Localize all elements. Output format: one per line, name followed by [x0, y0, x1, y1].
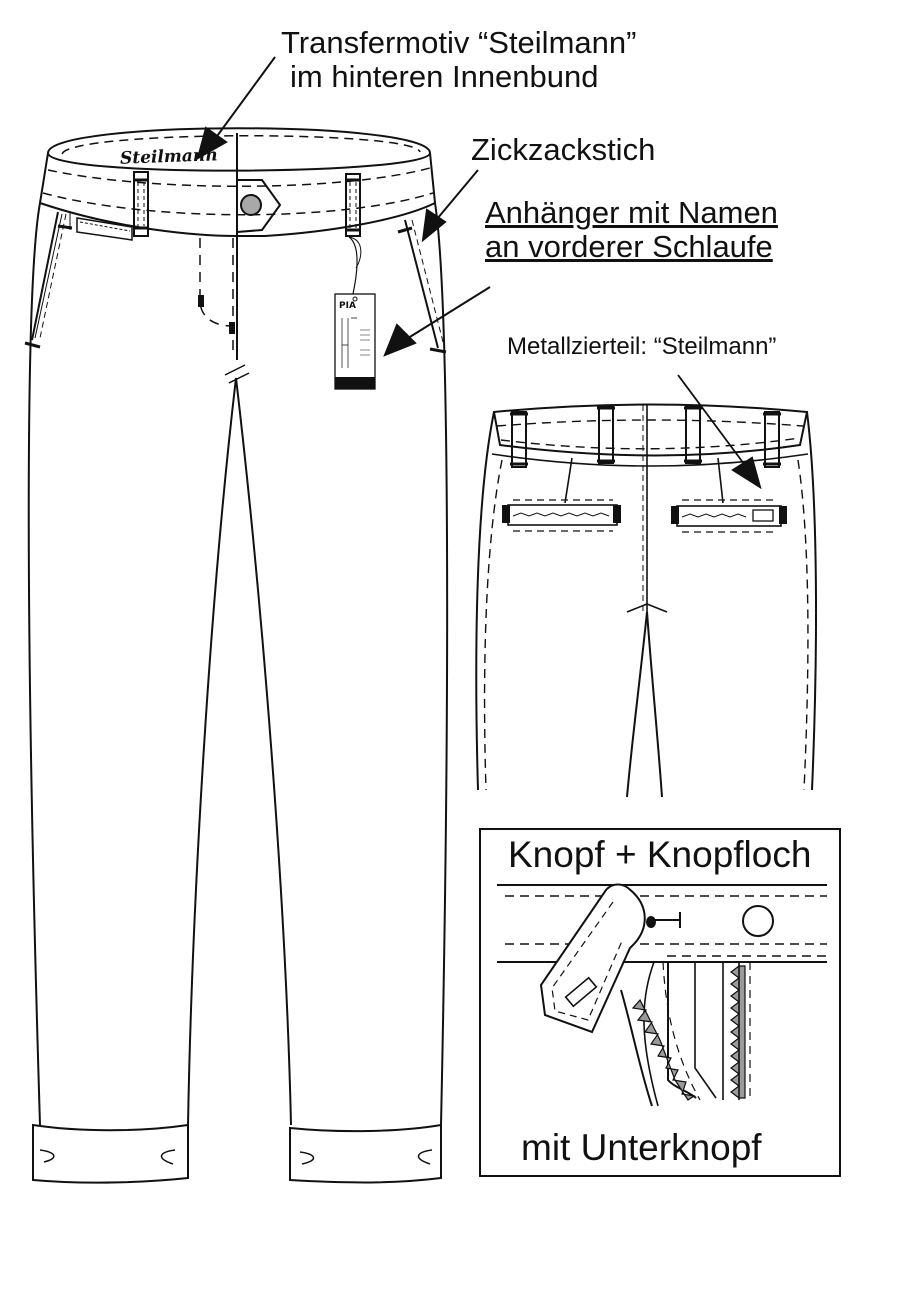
detail-box-subtitle: mit Unterknopf [521, 1127, 762, 1168]
detail-buttonhole [564, 976, 598, 1008]
waistband-button [240, 194, 262, 216]
annotation-arrows-front [196, 56, 491, 357]
back-inseam-right [646, 611, 663, 798]
waistband-stitch-lower [42, 192, 434, 216]
waistband-inner-stitch [61, 135, 421, 155]
waistband-extension-tab [236, 179, 282, 233]
left-front-pocket [31, 211, 59, 341]
right-cuff [289, 1123, 442, 1184]
back-pocket-right [671, 499, 787, 533]
hang-tag-string [348, 236, 358, 295]
detail-box-title: Knopf + Knopfloch [508, 834, 812, 875]
detail-zipper-teeth-left [631, 998, 696, 1101]
detail-button [742, 905, 774, 937]
hang-tag-annotation: Anhänger mit Namen an vorderer Schlaufe [485, 195, 778, 265]
back-yoke-line [491, 453, 809, 467]
back-inseam-left [626, 611, 648, 798]
left-cuff [32, 1123, 189, 1184]
belt-loop-left [133, 171, 149, 237]
left-leg-inseam [187, 377, 237, 1126]
left-leg-outline [27, 202, 41, 1126]
metal-ornament [752, 509, 774, 522]
back-right-leg [806, 411, 817, 791]
detail-box-frame [479, 828, 841, 1177]
detail-zipper-teeth-right [730, 965, 746, 1099]
right-leg-inseam [235, 377, 292, 1126]
back-view [475, 374, 817, 798]
transfer-motif-annotation: Transfermotiv “Steilmann” im hinteren In… [281, 25, 637, 95]
left-welt-pocket [76, 217, 133, 241]
detail-box [479, 828, 841, 1177]
hang-tag-name: PIA [339, 301, 356, 311]
back-pocket-left [502, 499, 621, 532]
fly-stitch [199, 238, 233, 327]
waistband-top-edge [46, 127, 432, 172]
right-leg-outline [434, 202, 449, 1126]
front-view [24, 127, 449, 1184]
transfer-line1: Transfermotiv “Steilmann” [281, 25, 637, 60]
back-waistband [492, 403, 809, 457]
haenger-line1: Anhänger mit Namen [485, 195, 778, 230]
belt-loop-right [345, 173, 361, 237]
metal-ornament-annotation: Metallzierteil: “Steilmann” [507, 333, 777, 360]
zigzag-stitch-annotation: Zickzackstich [471, 132, 656, 167]
transfer-line2: im hinteren Innenbund [290, 59, 599, 95]
haenger-line2: an vorderer Schlaufe [485, 229, 773, 265]
back-left-leg [475, 411, 495, 791]
waistband-stitch-upper [47, 167, 431, 187]
waistband-brand-print: Steilmann [119, 145, 218, 169]
right-front-pocket [404, 219, 439, 349]
